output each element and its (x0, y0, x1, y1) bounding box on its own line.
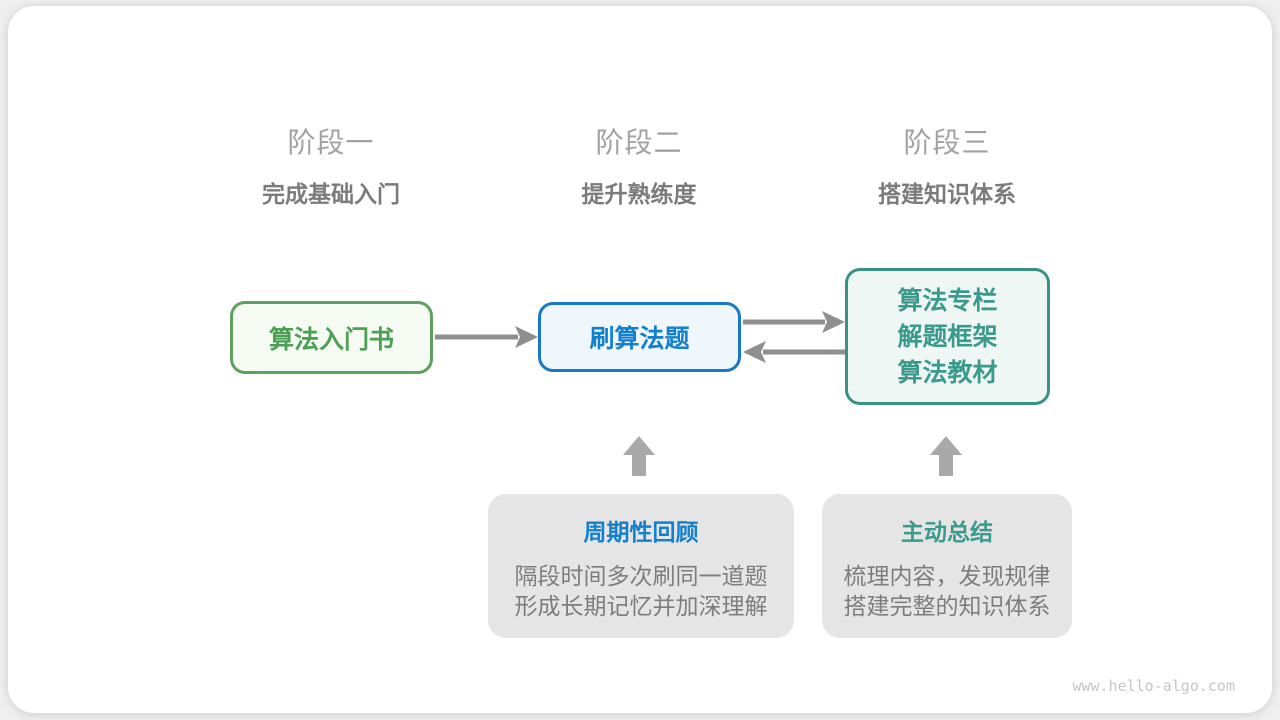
watermark: www.hello-algo.com (1072, 677, 1235, 695)
stage-two-header: 阶段二 提升熟练度 (509, 126, 769, 209)
callout-active-summary-title: 主动总结 (901, 519, 993, 545)
arrow-right-intro-to-practice-icon (435, 326, 538, 348)
arrow-up-review-to-practice-icon (623, 436, 655, 476)
stage-two-title: 阶段二 (595, 127, 683, 158)
stage-one-title: 阶段一 (287, 127, 375, 158)
stage-three-subtitle: 搭建知识体系 (878, 181, 1016, 207)
stage-three-title: 阶段三 (903, 127, 991, 158)
node-practice-problems-label: 刷算法题 (589, 325, 690, 353)
stage-one-subtitle: 完成基础入门 (262, 181, 400, 207)
stage-two-subtitle: 提升熟练度 (581, 181, 697, 207)
node-advanced-resources: 算法专栏 解题框架 算法教材 (845, 268, 1050, 405)
stage-one-header: 阶段一 完成基础入门 (201, 126, 461, 209)
node-advanced-resources-line-3: 算法教材 (897, 358, 998, 387)
arrow-left-resources-to-practice-icon (743, 341, 845, 363)
node-intro-book-label: 算法入门书 (268, 325, 394, 354)
node-practice-problems: 刷算法题 (538, 302, 741, 372)
stage-three-header: 阶段三 搭建知识体系 (817, 126, 1077, 209)
callout-active-summary-line-1: 梳理内容，发现规律 (843, 563, 1051, 589)
callout-active-summary-body: 梳理内容，发现规律 搭建完整的知识体系 (822, 561, 1072, 621)
arrow-right-practice-to-resources-icon (743, 311, 845, 333)
arrow-up-summary-to-resources-icon (930, 436, 962, 476)
callout-active-summary-line-2: 搭建完整的知识体系 (843, 593, 1051, 619)
callout-periodic-review-title: 周期性回顾 (583, 519, 699, 545)
callout-periodic-review: 周期性回顾 隔段时间多次刷同一道题 形成长期记忆并加深理解 (488, 494, 794, 638)
node-intro-book: 算法入门书 (230, 301, 433, 374)
callout-periodic-review-line-2: 形成长期记忆并加深理解 (514, 593, 768, 619)
callout-periodic-review-body: 隔段时间多次刷同一道题 形成长期记忆并加深理解 (488, 561, 794, 621)
node-advanced-resources-line-2: 解题框架 (897, 322, 998, 351)
callout-active-summary: 主动总结 梳理内容，发现规律 搭建完整的知识体系 (822, 494, 1072, 638)
callout-periodic-review-line-1: 隔段时间多次刷同一道题 (514, 563, 768, 589)
node-advanced-resources-line-1: 算法专栏 (897, 286, 998, 315)
